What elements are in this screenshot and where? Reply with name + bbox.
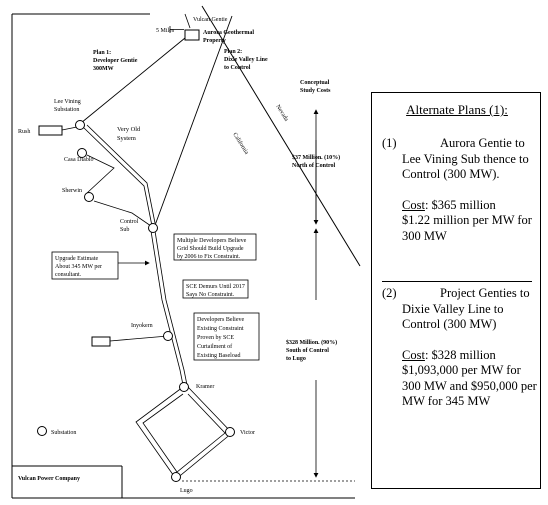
plan2-label-2: Dixie Valley Line (224, 57, 268, 63)
cost-south-label-2: South of Control (286, 348, 329, 354)
plan-2-title: Project Genties to (440, 286, 530, 300)
aurora-property-label: Aurora Geothermal (203, 30, 254, 36)
inyokern-label: Inyokern (131, 323, 153, 329)
cost-north-label: $37 Million. (10%) (292, 154, 340, 161)
plan-2-cost-detail: $1,093,000 per MW for 300 MW and $950,00… (402, 363, 537, 408)
lugo-substation (171, 472, 181, 482)
upgrade-text: Upgrade Estimate (55, 256, 98, 262)
sherwin-label: Sherwin (62, 188, 82, 194)
dev-believe-text-4: Curtailment of (197, 343, 232, 350)
lee-vining-label-2: Substation (54, 107, 79, 113)
plan-1-cost: Cost: $365 million (382, 198, 542, 214)
kramer-victor-lugo-loop (135, 386, 233, 480)
victor-substation (225, 427, 235, 437)
legend-substation-icon (37, 426, 47, 436)
plan-1-title: Aurora Gentie to (440, 136, 525, 150)
sce-text: SCE Demurs Until 2017 (186, 284, 245, 290)
multi-dev-text-3: by 2006 to Fix Constraint. (177, 254, 241, 260)
vulcan-power-label: Vulcan Power Company (18, 476, 80, 482)
five-miles-label: 5 Miles (156, 28, 175, 34)
casa-diablo-loop (86, 154, 152, 227)
rush-box (38, 125, 63, 136)
plan-1-number: (1) (382, 136, 397, 150)
very-old-label-2: System (117, 135, 136, 142)
rush-line (61, 126, 78, 131)
plan-1-cost-value: : $365 million (424, 197, 496, 212)
victor-label: Victor (240, 430, 255, 436)
dev-believe-text-5: Existing Baseload (197, 353, 241, 359)
plan-2-cost: Cost: $328 million (382, 348, 542, 364)
very-old-label: Very Old (117, 126, 141, 133)
plan2-label: Plan 2: (224, 49, 242, 55)
kramer-substation (179, 382, 189, 392)
plan1-gentie-line (80, 37, 186, 124)
cost-north-label-2: North of Control (292, 163, 336, 169)
casa-diablo-substation (77, 148, 87, 158)
sce-text-2: Says No Constraint. (186, 292, 235, 298)
aurora-property-label-2: Property (203, 38, 226, 44)
dev-believe-text-2: Existing Constraint (197, 326, 244, 332)
conceptual-label: Conceptual (300, 80, 330, 86)
control-label: Control (120, 219, 139, 225)
vulcan-gentie-line (184, 13, 191, 29)
plan1-label-2: Developer Gentie (93, 58, 138, 64)
inyokern-substation (163, 331, 173, 341)
plan-1-cost-detail: $1.22 million per MW for 300 MW (402, 213, 532, 243)
aurora-property-box (184, 29, 200, 41)
dev-believe-box (193, 312, 260, 361)
upgrade-text-2: About 345 MW per (55, 264, 102, 270)
substation-nodes (37, 120, 235, 482)
plan-2-cost-label: Cost (402, 347, 425, 362)
plan-1-description: Lee Vining Sub thence to Control (300 MW… (402, 151, 529, 182)
five-miles-marker (169, 26, 184, 33)
plan-1-cost-label: Cost (402, 197, 425, 212)
dev-believe-text: Developers Believe (197, 317, 244, 323)
sherwin-substation (84, 192, 94, 202)
plan-1: (1) Aurora Gentie to Lee Vining Sub then… (382, 136, 542, 244)
plan1-label-3: 300MW (93, 66, 114, 72)
upgrade-text-3: consultant. (55, 272, 82, 278)
map-frame (11, 13, 355, 499)
sce-box (182, 279, 249, 299)
multi-dev-text: Multiple Developers Believe (177, 238, 247, 244)
multi-dev-text-2: Grid Should Build Upgrade (177, 246, 244, 252)
nevada-label: Nevada (274, 104, 289, 123)
stub-box (91, 336, 111, 347)
plan-2-cost-value: : $328 million (424, 347, 496, 362)
casa-diablo-label: Casa Diablo (64, 157, 94, 163)
control-label-2: Sub (120, 227, 129, 233)
plan-2-number: (2) (382, 286, 397, 300)
lee-vining-substation (75, 120, 85, 130)
plans-divider (382, 281, 532, 282)
upgrade-box (51, 251, 119, 280)
old-system-line (83, 124, 156, 227)
cost-south-label-3: to Lugo (286, 356, 306, 362)
conceptual-label-2: Study Costs (300, 88, 331, 94)
plan2-dixie-line (153, 15, 233, 229)
multi-dev-box (173, 233, 257, 261)
vulcan-gentie-label: Vulcan Gentie (193, 17, 228, 23)
substation-legend-label: Substation (51, 430, 76, 436)
alternate-plans-panel: Alternate Plans (1): (1) Aurora Gentie t… (371, 92, 541, 489)
dev-believe-text-3: Proven by SCE (197, 335, 234, 341)
plan1-label: Plan 1: (93, 50, 111, 56)
kramer-label: Kramer (196, 384, 214, 390)
plan-2: (2) Project Genties to Dixie Valley Line… (382, 286, 542, 410)
plan2-label-3: to Control (224, 65, 251, 71)
state-border-line (201, 5, 361, 267)
panel-title: Alternate Plans (1): (406, 102, 508, 117)
lee-vining-label: Lee Vining (54, 99, 81, 105)
california-label: California (231, 131, 250, 156)
stub-line (109, 335, 169, 342)
control-substation (148, 223, 158, 233)
lugo-label: Lugo (180, 488, 193, 494)
cost-south-label: $328 Million. (90%) (286, 339, 337, 346)
rush-label: Rush (18, 129, 30, 135)
plan-2-description: Dixie Valley Line to Control (300 MW) (402, 301, 504, 332)
